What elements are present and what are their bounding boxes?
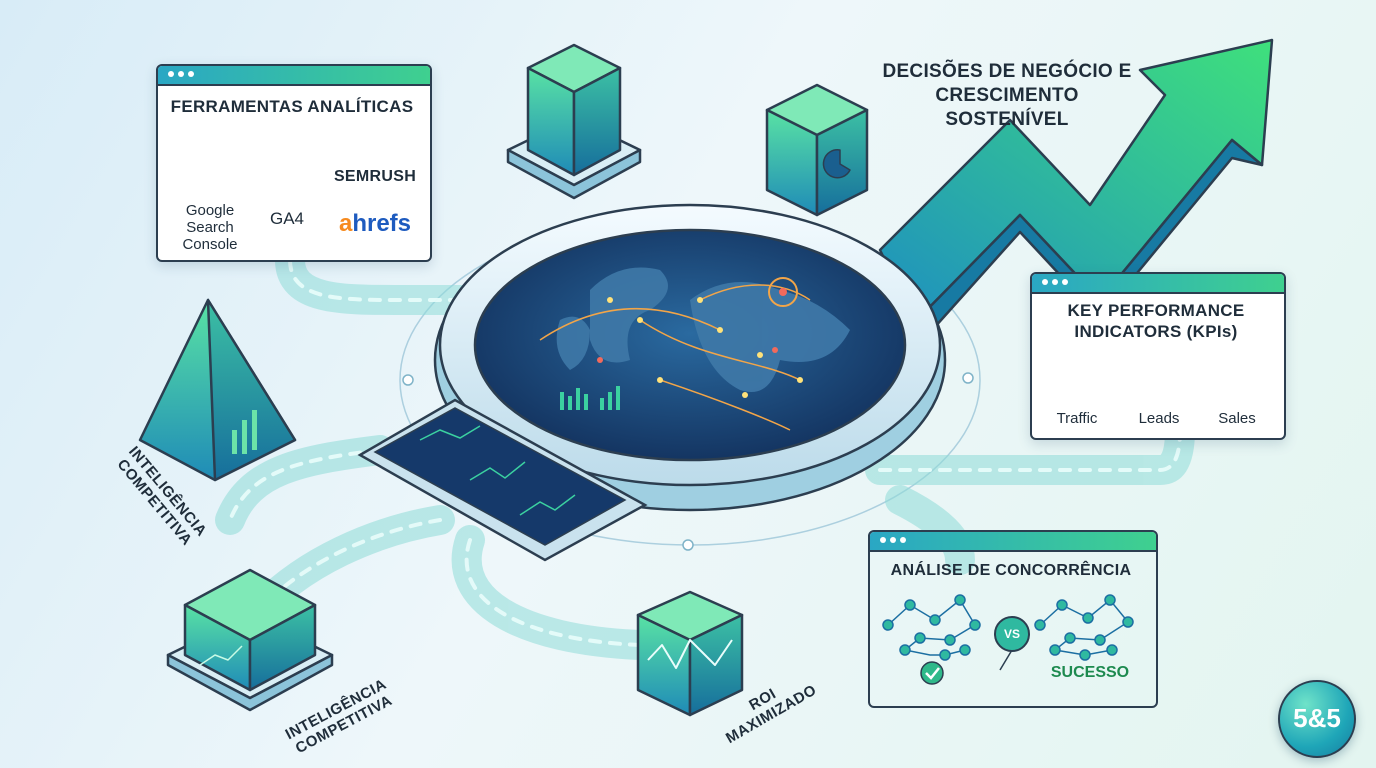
kpi-leads-label: Leads: [1138, 410, 1180, 427]
tools-card: [156, 64, 432, 262]
window-bar: [870, 532, 1156, 552]
semrush-label: SEMRUSH: [333, 168, 417, 185]
competition-card: [868, 530, 1158, 708]
kpi-title-line-2: INDICATORS (KPIs): [1074, 322, 1238, 341]
network-right-icon: [1034, 594, 1134, 661]
google-label-line-2: Search: [186, 219, 234, 236]
ga4-label: GA4: [269, 209, 305, 228]
window-bar: [1032, 274, 1284, 294]
central-dashboard-console: [357, 203, 947, 562]
success-label: SUCESSO: [1050, 664, 1130, 681]
kpi-title-line-1: KEY PERFORMANCE: [1067, 301, 1245, 320]
competition-card-title: ANÁLISE DE CONCORRÊNCIA: [890, 562, 1132, 579]
cube-bottom-left: [166, 568, 334, 712]
google-label: Google Search Console: [170, 202, 250, 253]
kpi-card: [1030, 272, 1286, 440]
network-left-icon: [882, 594, 981, 661]
cube-roi: [636, 590, 744, 717]
headline-line-1: DECISÕES DE NEGÓCIO E: [882, 61, 1132, 82]
cube-top-center: [506, 43, 642, 200]
check-icon: [920, 661, 944, 685]
vs-badge: VS: [994, 616, 1030, 652]
window-bar: [158, 66, 430, 86]
headline: DECISÕES DE NEGÓCIO E CRESCIMENTO SOSTEN…: [872, 60, 1142, 132]
google-label-line-3: Console: [182, 236, 238, 253]
kpi-sales-label: Sales: [1218, 410, 1256, 427]
ahrefs-label-rest: hrefs: [352, 210, 412, 237]
kpi-traffic-label: Traffic: [1056, 410, 1098, 427]
google-label-line-1: Google: [185, 202, 235, 219]
headline-line-2: CRESCIMENTO SOSTENÍVEL: [935, 85, 1079, 130]
tools-card-title: FERRAMENTAS ANALÍTICAS: [170, 97, 414, 116]
brand-badge: 5&5: [1278, 680, 1356, 758]
ahrefs-label-a: a: [338, 210, 353, 237]
kpi-card-title: KEY PERFORMANCE INDICATORS (KPIs): [1034, 300, 1278, 342]
ahrefs-label: ahrefs: [330, 210, 420, 238]
cube-top-right: [765, 83, 869, 217]
pyramid: [138, 298, 297, 482]
